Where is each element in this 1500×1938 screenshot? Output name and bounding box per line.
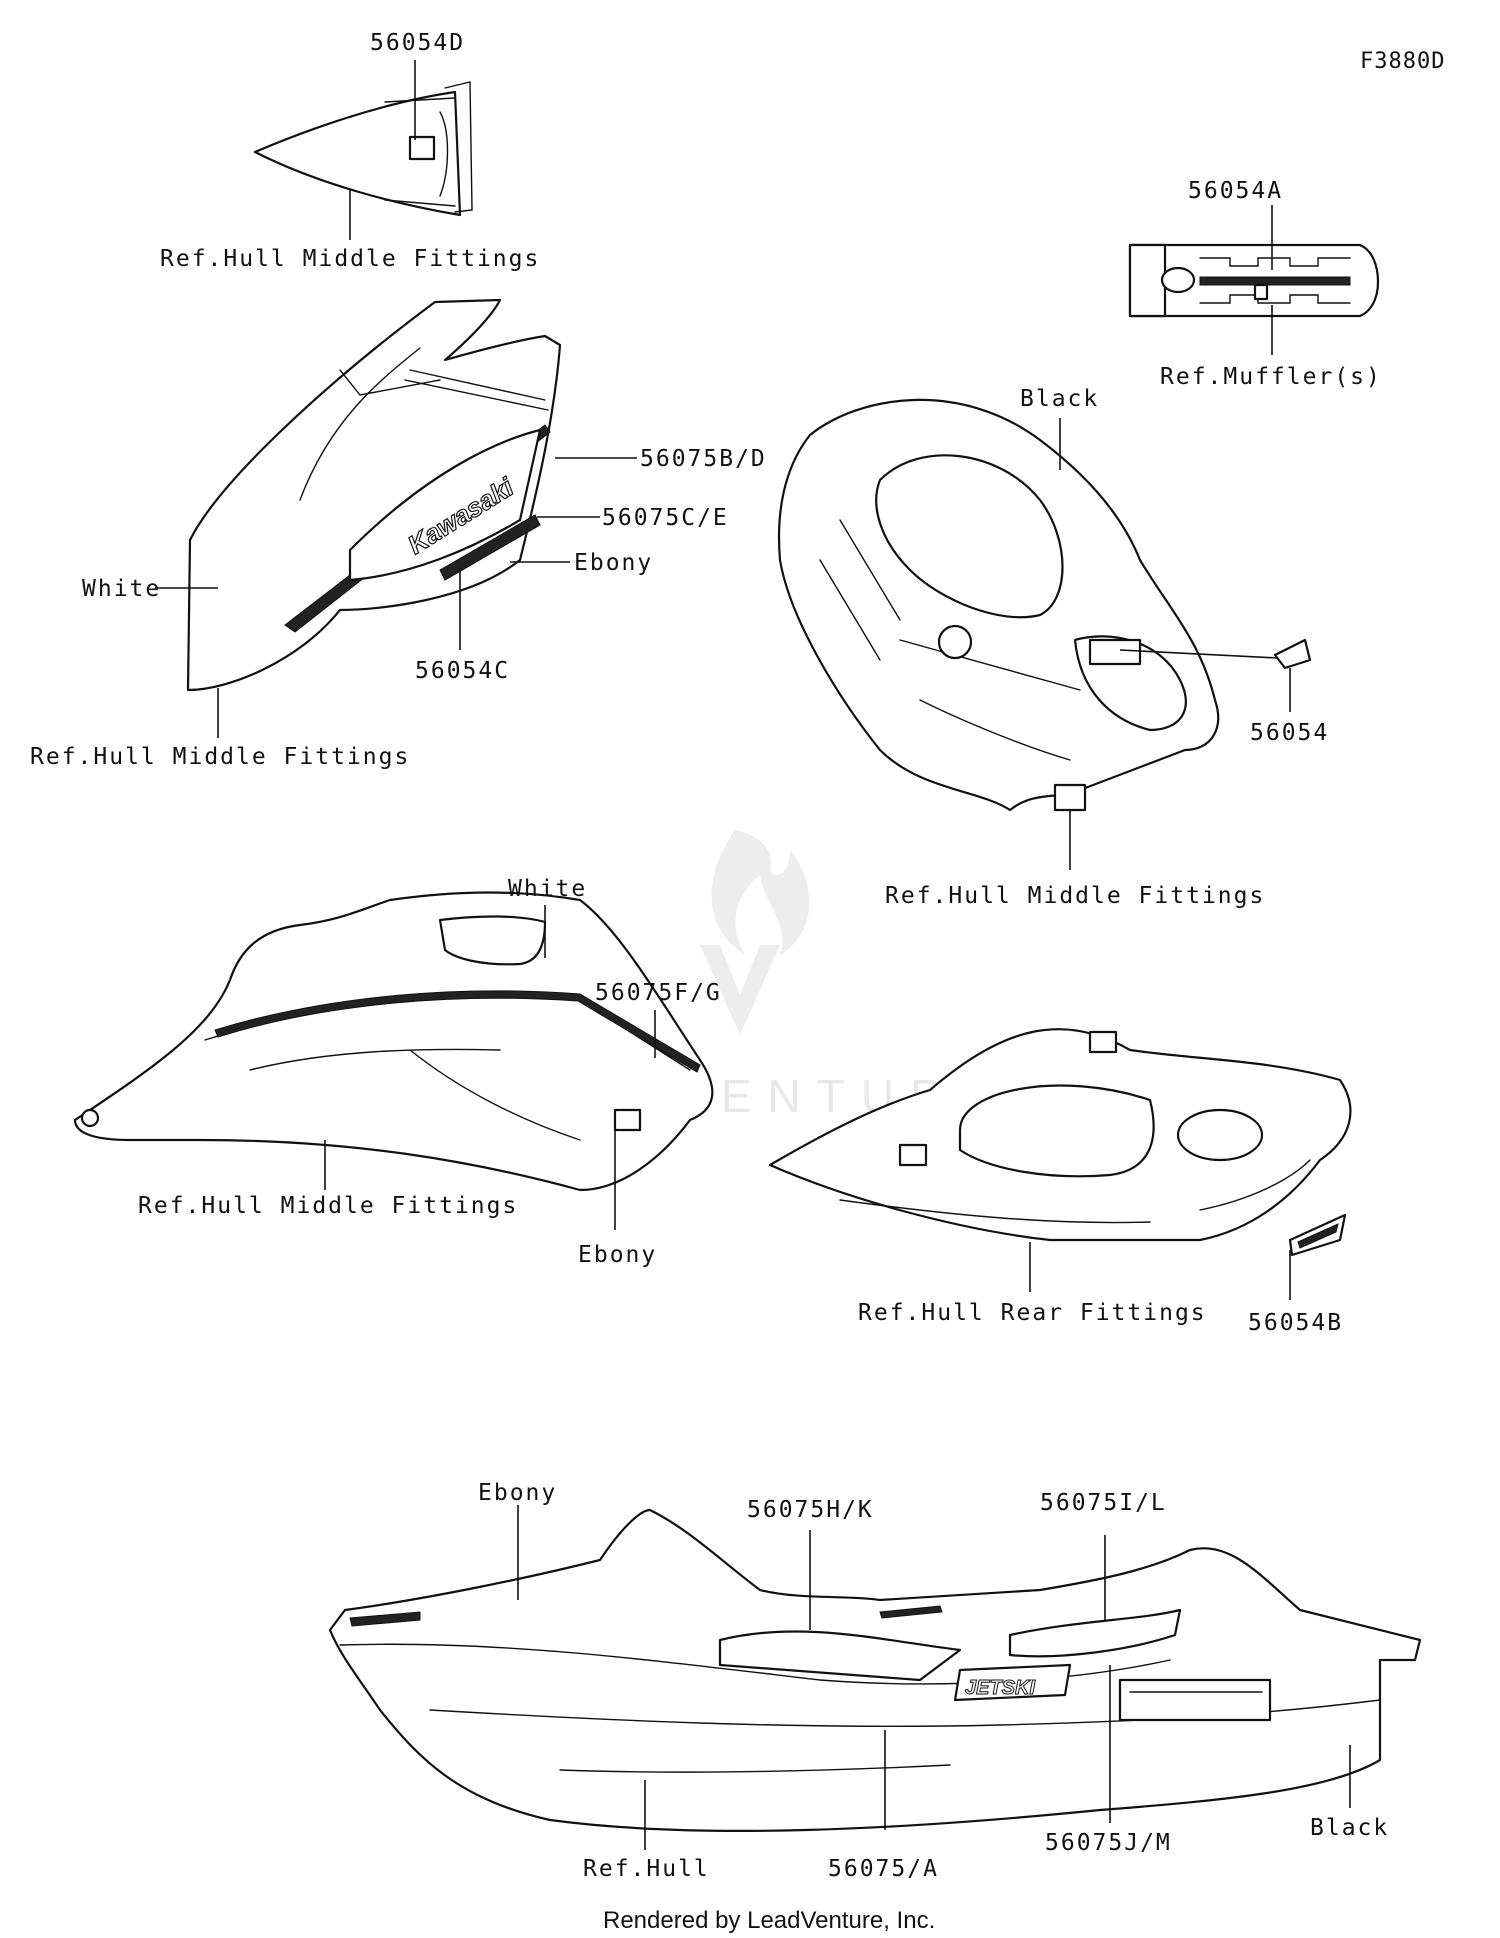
label-56075j-m: 56075J/M xyxy=(1045,1830,1172,1856)
part-deck-assembly: Black 56054 Ref.Hull Middle Fittings xyxy=(777,386,1329,909)
label-white-panel: White xyxy=(82,576,161,602)
part-side-panel-assembly: Kawasaki 56075B/D 56075C/E Ebony White 5… xyxy=(30,298,767,770)
label-56054: 56054 xyxy=(1250,720,1329,746)
decal-56054 xyxy=(1273,638,1312,670)
label-56075i-l: 56075I/L xyxy=(1040,1490,1167,1516)
label-white-cover: White xyxy=(508,876,587,902)
label-56054a: 56054A xyxy=(1188,178,1283,204)
label-56075c-e: 56075C/E xyxy=(602,505,729,531)
label-ref-hull-rear: Ref.Hull Rear Fittings xyxy=(858,1300,1207,1326)
label-ref-hull: Ref.Hull xyxy=(583,1856,710,1882)
label-ref-hull-middle-4: Ref.Hull Middle Fittings xyxy=(138,1193,518,1219)
label-56075f-g: 56075F/G xyxy=(595,980,722,1006)
label-ebony-panel: Ebony xyxy=(574,550,653,576)
part-56054d-assembly: 56054D Ref.Hull Middle Fittings xyxy=(160,30,540,272)
label-ebony-cover: Ebony xyxy=(578,1242,657,1268)
label-ref-hull-middle-3: Ref.Hull Middle Fittings xyxy=(885,883,1265,909)
part-rear-deck-assembly: Ref.Hull Rear Fittings 56054B xyxy=(768,1028,1352,1336)
decal-56054d xyxy=(408,135,436,161)
label-56075h-k: 56075H/K xyxy=(747,1497,874,1523)
label-56075b-d: 56075B/D xyxy=(640,446,767,472)
label-black-deck: Black xyxy=(1020,386,1099,412)
footer-credit: Rendered by LeadVenture, Inc. xyxy=(603,1907,935,1934)
label-ref-muffler: Ref.Muffler(s) xyxy=(1160,364,1382,390)
diagram-code: F3880D xyxy=(1360,49,1445,74)
label-ref-hull-middle-2: Ref.Hull Middle Fittings xyxy=(30,744,410,770)
part-side-cover-assembly: White 56075F/G Ref.Hull Middle Fittings … xyxy=(73,876,722,1268)
label-56054b: 56054B xyxy=(1248,1310,1343,1336)
label-56075-a: 56075/A xyxy=(828,1856,939,1882)
label-ref-hull-middle-1: Ref.Hull Middle Fittings xyxy=(160,246,540,272)
label-56054d: 56054D xyxy=(370,30,465,56)
jetski-decal: JETSKI xyxy=(965,1677,1035,1699)
label-ebony-hull: Ebony xyxy=(478,1480,557,1506)
label-56054c: 56054C xyxy=(415,658,510,684)
label-black-hull: Black xyxy=(1310,1815,1389,1841)
part-hull-assembly: JETSKI Ebony 56075H/K 56075I/L Black Ref… xyxy=(328,1480,1422,1882)
part-muffler-assembly: 56054A Ref.Muffler(s) xyxy=(1128,178,1382,390)
